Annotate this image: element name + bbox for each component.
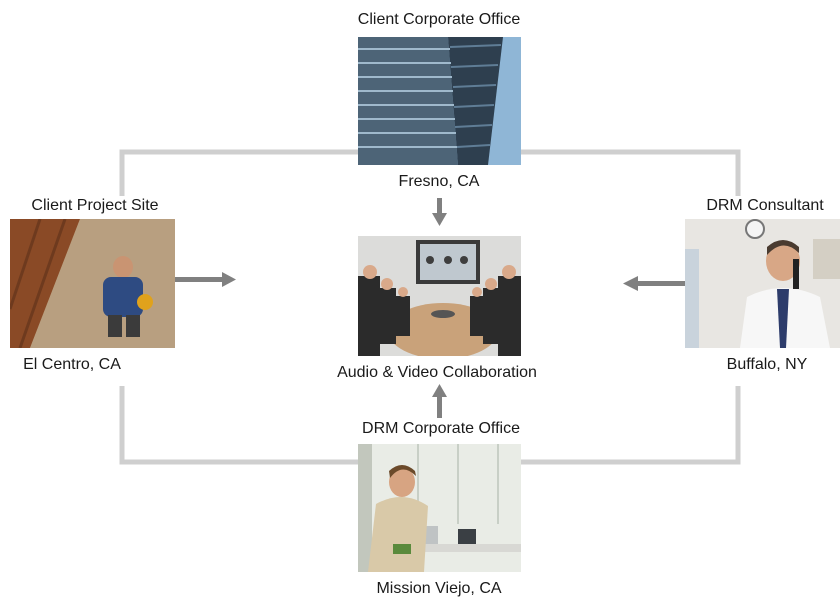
- arrow-down-from-top: [432, 198, 447, 226]
- top-node-title: Client Corporate Office: [357, 11, 521, 28]
- arrow-up-from-bottom: [432, 384, 447, 418]
- top-node-location: Fresno, CA: [398, 173, 480, 190]
- bottom-node-location: Mission Viejo, CA: [376, 580, 502, 597]
- connector-bottom-right: [520, 386, 741, 465]
- office-tower-photo: [358, 37, 521, 165]
- arrow-right-from-left: [175, 272, 236, 287]
- consultant-on-phone-photo: [685, 219, 840, 348]
- left-node-title: Client Project Site: [31, 197, 159, 214]
- right-node-title: DRM Consultant: [706, 197, 824, 214]
- connector-bottom-left: [119, 386, 358, 465]
- left-node-location: El Centro, CA: [23, 356, 121, 373]
- video-conference-room-photo: [358, 236, 521, 356]
- businessman-at-desk-photo: [358, 444, 521, 572]
- connector-top-left: [119, 149, 358, 196]
- bottom-node-title: DRM Corporate Office: [362, 420, 520, 437]
- arrow-left-from-right: [623, 276, 685, 291]
- right-node-location: Buffalo, NY: [726, 356, 808, 373]
- center-caption: Audio & Video Collaboration: [337, 364, 537, 381]
- connector-top-right: [520, 149, 741, 196]
- construction-worker-photo: [10, 219, 175, 348]
